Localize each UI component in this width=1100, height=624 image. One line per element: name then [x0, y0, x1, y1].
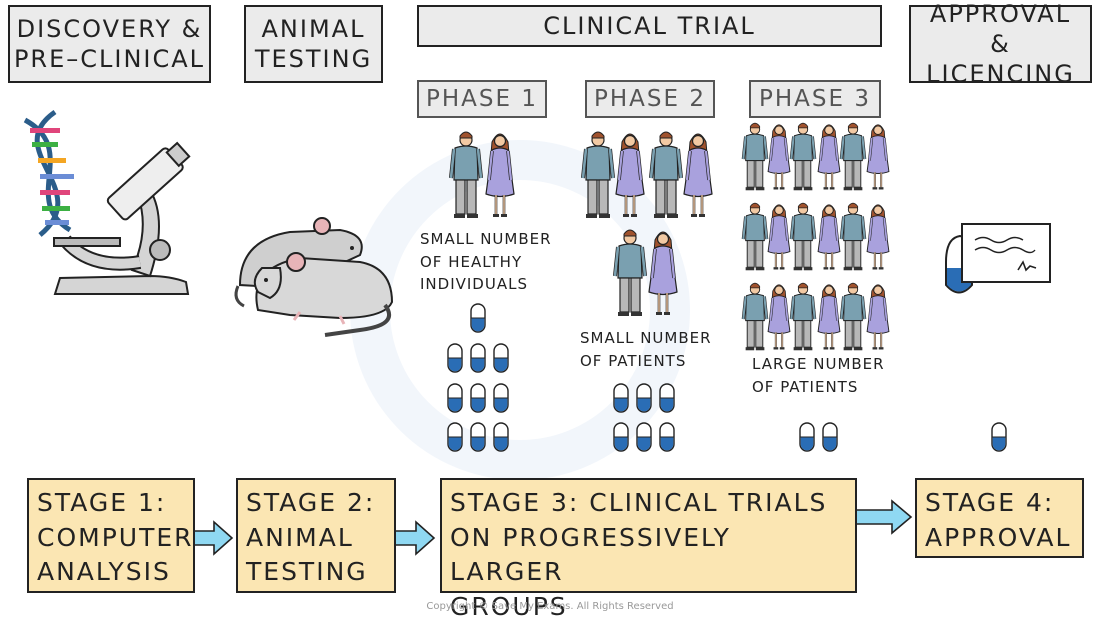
phase3-woman-figure — [766, 283, 792, 351]
phase3-woman-figure — [865, 123, 891, 191]
pills-phase3 — [799, 422, 838, 452]
phase3-man-figure — [741, 121, 769, 192]
header-discovery: DISCOVERY & PRE–CLINICAL — [8, 5, 211, 83]
phase3-man-figure — [839, 281, 867, 352]
arrow-stage1-to-2[interactable] — [193, 520, 234, 556]
stage-1-box: STAGE 1: COMPUTER ANALYSIS — [27, 478, 195, 593]
phase3-note: LARGE NUMBER OF PATIENTS — [752, 355, 885, 396]
arrow-stage3-to-4[interactable] — [855, 499, 913, 535]
stage-3-box: STAGE 3: CLINICAL TRIALS ON PROGRESSIVEL… — [440, 478, 857, 621]
phase3-woman-figure — [865, 203, 891, 271]
stage-4-label: STAGE 4: APPROVAL — [925, 488, 1072, 552]
phase-2-label: PHASE 2 — [585, 80, 715, 118]
phase3-woman-figure — [816, 203, 842, 271]
stage-2-box: STAGE 2: ANIMAL TESTING — [236, 478, 396, 593]
header-discovery-label: DISCOVERY & PRE–CLINICAL — [13, 15, 206, 73]
header-approval: APPROVAL & LICENCING — [909, 0, 1092, 88]
phase1-note: SMALL NUMBER OF HEALTHY INDIVIDUALS — [420, 230, 552, 293]
header-approval-label: APPROVAL & LICENCING — [926, 0, 1075, 88]
phase3-woman-figure — [766, 203, 792, 271]
phase3-woman-figure — [865, 283, 891, 351]
dna-helix-icon — [23, 109, 74, 237]
phase3-man-figure — [839, 201, 867, 272]
pills-phase1 — [447, 303, 509, 452]
copyright-text: Copyright © Save My Exams. All Rights Re… — [426, 601, 674, 612]
phase3-man-figure — [789, 281, 817, 352]
microscope-icon — [53, 141, 191, 295]
stage-2-label: STAGE 2: ANIMAL TESTING — [246, 488, 376, 586]
phase2-note: SMALL NUMBER OF PATIENTS — [580, 329, 712, 370]
phase3-man-figure — [789, 121, 817, 192]
pill-approval — [991, 422, 1007, 452]
phase3-woman-figure — [766, 123, 792, 191]
phase3-man-figure — [789, 201, 817, 272]
arrow-stage2-to-3[interactable] — [394, 520, 436, 556]
stage-4-box: STAGE 4: APPROVAL — [915, 478, 1084, 558]
phase3-man-figure — [741, 281, 769, 352]
phase3-people — [741, 121, 891, 352]
header-animal-label: ANIMAL TESTING — [254, 15, 373, 73]
phase3-woman-figure — [816, 283, 842, 351]
phase3-man-figure — [839, 121, 867, 192]
phase-3-label: PHASE 3 — [749, 80, 881, 118]
header-clinical-trial: CLINICAL TRIAL — [417, 5, 882, 47]
phase3-woman-figure — [816, 123, 842, 191]
phase-1-label: PHASE 1 — [417, 80, 547, 118]
licence-document-icon — [945, 223, 1051, 294]
phase3-man-figure — [741, 201, 769, 272]
header-animal-testing: ANIMAL TESTING — [244, 5, 383, 83]
header-clinical-label: CLINICAL TRIAL — [543, 12, 756, 40]
stage-3-label: STAGE 3: CLINICAL TRIALS ON PROGRESSIVEL… — [450, 488, 828, 621]
mice-icon — [234, 217, 394, 337]
stage-1-label: STAGE 1: COMPUTER ANALYSIS — [37, 488, 194, 586]
